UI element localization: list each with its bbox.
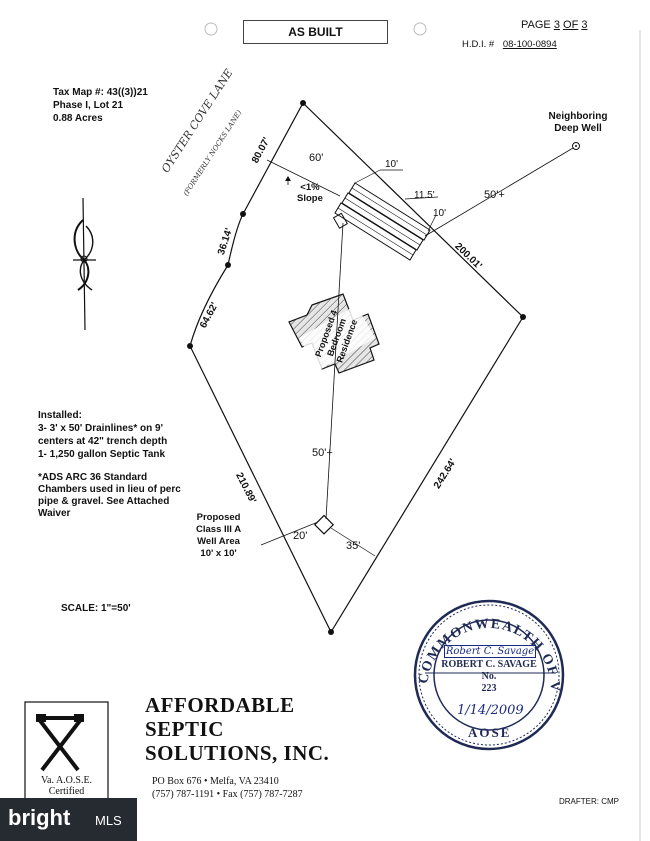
company-contact: PO Box 676 • Melfa, VA 23410 (757) 787-1… (152, 776, 303, 800)
setback-60 (266, 159, 341, 197)
mls-text: MLS (95, 813, 122, 828)
svg-text:COMMONWEALTH OF VIRGINIA: COMMONWEALTH OF VIRGINIA (0, 0, 561, 693)
page-title: AS BUILT (288, 25, 343, 39)
seal-stamp: COMMONWEALTH OF VIRGINIA (0, 0, 565, 751)
scale-label: SCALE: 1"=50' (61, 603, 131, 614)
dim-11-5: 11.5' (414, 190, 435, 201)
well-area-label: Proposed Class III A Well Area 10' x 10' (196, 512, 242, 559)
corner-marker (520, 314, 526, 320)
dim-60: 60' (309, 152, 324, 164)
drainfield (334, 182, 431, 261)
ads-note: *ADS ARC 36 Standard Chambers used in li… (38, 472, 181, 519)
punch-hole (204, 22, 218, 36)
logo-caption: Va. A.O.S.E. Certified (40, 775, 93, 797)
corner-marker (300, 100, 306, 106)
drafter-label: DRAFTER: CMP (559, 797, 619, 806)
corner-marker (328, 629, 334, 635)
well-distance-line (424, 147, 574, 237)
dim-35: 35' (346, 540, 361, 552)
neighboring-well-marker (572, 142, 580, 150)
bright-logo: bright (8, 805, 71, 830)
seal-ring-text: COMMONWEALTH OF VIRGINIA (0, 0, 561, 693)
company-name: AFFORDABLE SEPTIC SOLUTIONS, INC. (145, 693, 330, 765)
corner-marker (225, 262, 231, 268)
well-area-square (313, 514, 335, 535)
bright-mls-watermark: bright MLS (0, 798, 137, 841)
dim-50-mid: 50'+ (312, 447, 333, 459)
dim-20: 20' (293, 530, 308, 542)
seal-name-block: ROBERT C. SAVAGE No. 223 (441, 659, 537, 694)
septic-to-well-line (325, 222, 344, 520)
corner-marker (240, 211, 246, 217)
page-number: PAGE 3 OF 3 (521, 19, 588, 31)
seal-date: 1/14/2009 (457, 703, 524, 718)
lot-info: Tax Map #: 43((3))21 Phase I, Lot 21 0.8… (53, 87, 148, 124)
title-box: AS BUILT (243, 20, 388, 44)
slope-label: <1% Slope (297, 182, 323, 204)
septic-tank (332, 212, 349, 229)
punch-hole (413, 22, 427, 36)
installed-notes: Installed: 3- 3' x 50' Drainlines* on 9'… (38, 410, 168, 460)
neighboring-well-label: Neighboring Deep Well (548, 111, 608, 134)
north-arrow-icon (73, 197, 96, 331)
dim-10a: 10' (385, 159, 399, 170)
seal-signature: Robert C. Savage (444, 645, 536, 658)
dim-10b: 10' (433, 208, 447, 219)
hdi-number: H.D.I. # 08-100-0894 (462, 39, 557, 50)
corner-marker (187, 343, 193, 349)
dim-50-top: 50'+ (484, 189, 505, 201)
seal-ring-bottom: AOSE (468, 725, 512, 740)
